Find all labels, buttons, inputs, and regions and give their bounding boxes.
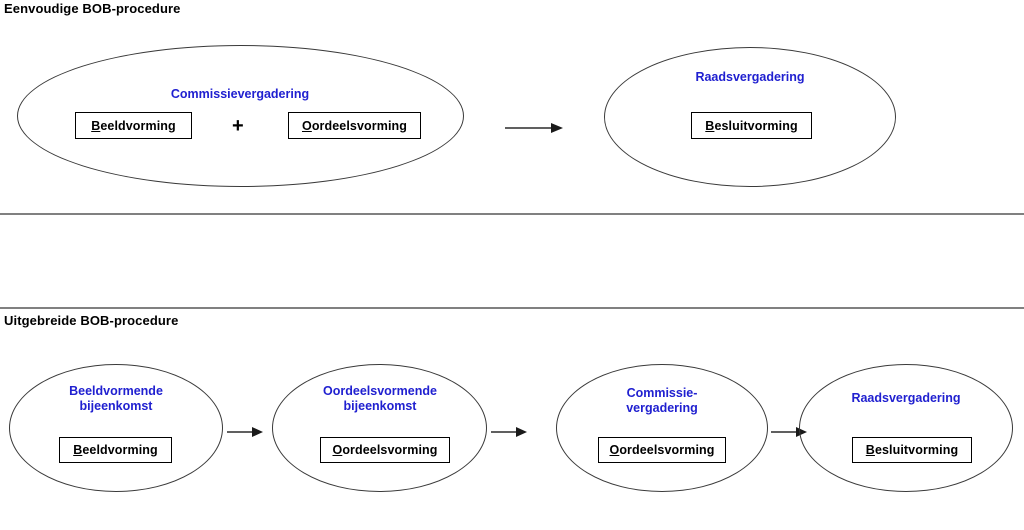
ellipse-caption-raadsvergadering-extended: Raadsvergadering (806, 391, 1006, 406)
box-label-initial: B (705, 118, 715, 133)
box-label-rest: esluitvorming (874, 443, 959, 457)
box-label-initial: B (91, 118, 101, 133)
box-label-rest: ordeelsvorming (342, 443, 438, 457)
section-divider-1 (0, 213, 1024, 215)
caption-line-2: bijeenkomst (79, 399, 153, 413)
box-label-initial: O (301, 118, 312, 133)
ellipse-caption-commissievergadering: Commissievergadering (170, 87, 310, 101)
box-label-initial: B (73, 443, 83, 457)
section-title-simple: Eenvoudige BOB-procedure (4, 1, 181, 16)
box-label-initial: O (332, 443, 343, 457)
ellipse-caption-oordeelsvormende-bijeenkomst: Oordeelsvormende bijeenkomst (280, 384, 480, 414)
caption-line-1: Raadsvergadering (851, 391, 961, 405)
box-label-rest: esluitvorming (714, 118, 798, 133)
ellipse-commissievergadering-extended (556, 364, 768, 492)
arrow-right-icon (491, 424, 529, 445)
caption-line-1: Commissie- (626, 386, 698, 400)
ellipse-caption-commissievergadering-extended: Commissie- vergadering (562, 386, 762, 416)
box-label-rest: eeldvorming (82, 443, 158, 457)
arrow-right-icon (505, 120, 565, 141)
box-label-rest: ordeelsvorming (619, 443, 715, 457)
ellipse-raadsvergadering-simple (604, 47, 896, 187)
ellipse-caption-beeldvormende-bijeenkomst: Beeldvormende bijeenkomst (16, 384, 216, 414)
caption-line-1: Beeldvormende (69, 384, 163, 398)
section-title-extended: Uitgebreide BOB-procedure (4, 313, 179, 328)
caption-line-2: bijeenkomst (343, 399, 417, 413)
box-label-rest: ordeelsvorming (311, 118, 407, 133)
plus-connector: + (232, 115, 244, 137)
ellipse-oordeelsvormende-bijeenkomst (272, 364, 487, 492)
box-label-rest: eeldvorming (100, 118, 176, 133)
arrow-right-icon (227, 424, 265, 445)
box-label-initial: B (865, 443, 875, 457)
ellipse-beeldvormende-bijeenkomst (9, 364, 223, 492)
caption-line-1: Oordeelsvormende (323, 384, 437, 398)
ellipse-caption-raadsvergadering-simple: Raadsvergadering (695, 70, 805, 84)
ellipse-raadsvergadering-extended (799, 364, 1013, 492)
ellipse-commissievergadering (17, 45, 464, 187)
box-label-initial: O (609, 443, 620, 457)
section-divider-2 (0, 307, 1024, 309)
caption-line-2: vergadering (626, 401, 698, 415)
